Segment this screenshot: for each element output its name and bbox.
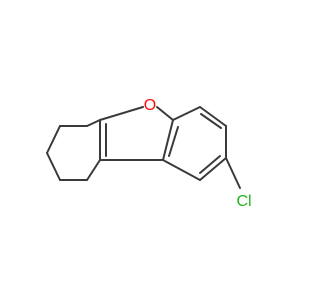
bond-c10-c11 — [199, 106, 227, 127]
bond-c6-c7 — [86, 159, 101, 181]
bond-c1-o — [99, 106, 144, 121]
molecule-structure-diagram: O Cl — [46, 97, 252, 210]
bond-c4-c5 — [46, 152, 61, 181]
bond-c1-c2 — [86, 119, 101, 127]
cyclohexene-ring — [46, 119, 101, 181]
chlorine-atom-label: Cl — [236, 193, 251, 210]
bond-c3-c4 — [46, 125, 61, 154]
benzene-ring — [162, 106, 241, 189]
bond-c12-cl — [225, 157, 241, 189]
bond-c8-c10 — [172, 106, 201, 121]
bond-c10-c11-double — [200, 113, 222, 129]
bond-c12-c13-double — [199, 155, 221, 174]
bond-o-c8 — [156, 106, 174, 121]
bond-c8-c9 — [162, 119, 174, 161]
oxygen-atom-label: O — [144, 97, 156, 114]
furan-ring — [99, 106, 174, 161]
bond-c8-c9-double — [168, 126, 179, 157]
bond-c13-c9 — [162, 159, 201, 181]
bond-c12-c13 — [199, 157, 227, 181]
